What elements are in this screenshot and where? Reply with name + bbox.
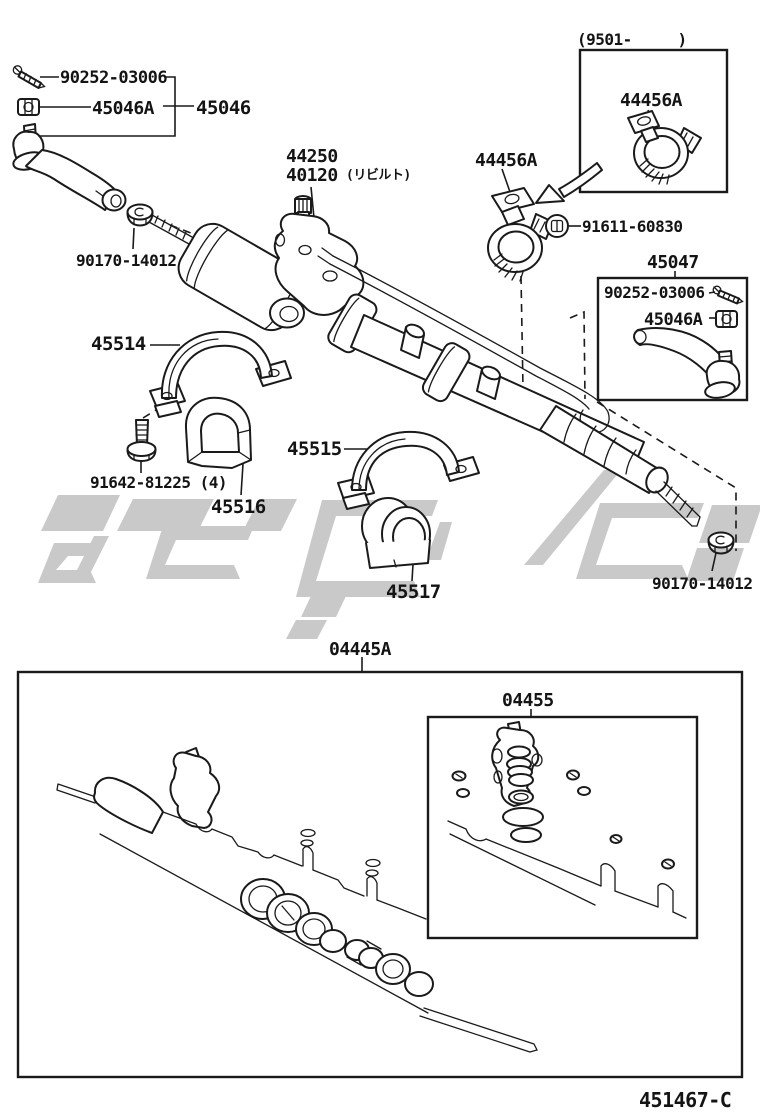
label-steering-gear-reman-note: (リビルト) [346,167,411,183]
lock-nut-left-drawing [126,203,154,227]
label-production-note: (9501- ) [577,30,687,49]
castle-nut-icon-box [715,310,738,328]
label-steering-gear-reman: 40120 [286,165,338,186]
label-steering-gear: 44250 [286,146,338,167]
bracket-45515-drawing [337,430,480,510]
castle-nut-icon-top [17,98,40,116]
label-rod-end-sub-assy: 45047 [647,252,699,273]
label-castle-nut-in-box: 45046A [644,310,703,330]
bolt-91642-drawing [126,419,157,462]
label-grommet: 45517 [386,581,441,603]
tie-rod-end-left-drawing [12,123,127,212]
clamp-bolt-icon [545,214,569,238]
label-bracket-lower: 45515 [287,438,342,460]
seal-kit-drawing [447,721,687,919]
label-set-screw-upper: 90252-03006 [60,68,167,88]
label-set-screw-in-box: 90252-03006 [604,283,704,302]
clamp-box-drawing [627,110,702,185]
rod-end-box [596,276,749,402]
label-tie-rod-end-assy: 45046 [196,97,251,119]
label-clamp: 44456A [475,150,538,171]
label-lock-nut-right: 90170-14012 [652,574,752,593]
bushing-45517-drawing [361,497,431,569]
label-clamp-bolt: 91611-60830 [582,217,682,236]
screw-icon-top [12,65,46,89]
damper-45516-drawing [184,396,252,469]
label-boot-kit: 04445A [329,639,392,660]
rack-housing-drawing [56,747,538,1053]
label-bracket-upper: 45514 [91,333,146,355]
callout-labels: 90252-03006 45046A 45046 90170-14012 442… [60,30,753,1112]
screw-icon-box [712,285,744,305]
seal-kit-box [426,715,699,940]
boot-kit-box [16,670,744,1079]
watermark-logo [38,470,760,639]
figure-code: 451467-C [639,1088,731,1112]
label-seal-kit: 04455 [502,690,554,711]
dashed-leader-box-upper [569,310,586,400]
bracket-45514-drawing [149,330,292,418]
label-castle-nut-upper: 45046A [92,98,155,119]
label-bracket-bolt: 91642-81225 (4) [90,473,227,492]
label-clamp-in-box: 44456A [620,90,683,111]
label-lock-nut-left: 90170-14012 [76,251,176,270]
arrow-icon [535,162,603,204]
rod-end-box-drawing [633,327,741,399]
lock-nut-right-drawing [707,531,735,555]
dashed-leader-clamp-to-rack [520,275,524,389]
clamp-box [578,48,729,194]
clamp-drawing [487,187,554,282]
label-damper: 45516 [211,496,266,518]
steering-rack-drawing [148,195,701,527]
